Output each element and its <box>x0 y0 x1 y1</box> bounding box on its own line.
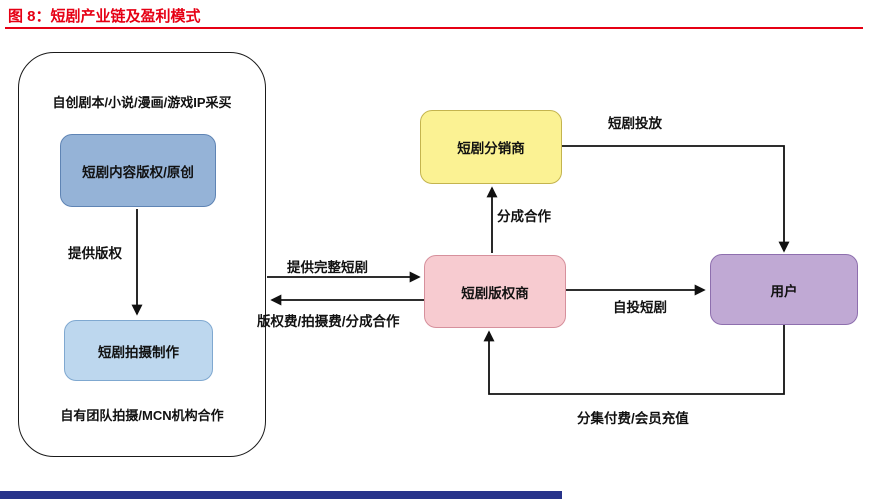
node-distributor: 短剧分销商 <box>420 110 562 184</box>
node-filming: 短剧拍摄制作 <box>64 320 213 381</box>
edge-label-revenue-share: 分成合作 <box>497 209 551 224</box>
edge-label-provide-copyright: 提供版权 <box>68 246 122 261</box>
edge-label-self-placement: 自投短剧 <box>613 300 667 315</box>
node-copyright-dealer-label: 短剧版权商 <box>461 285 529 301</box>
production-top-label: 自创剧本/小说/漫画/游戏IP采买 <box>52 95 232 110</box>
production-bottom-label: 自有团队拍摄/MCN机构合作 <box>60 408 224 423</box>
figure-title: 图 8：短剧产业链及盈利模式 <box>8 8 201 25</box>
node-filming-label: 短剧拍摄制作 <box>98 344 179 360</box>
edge-label-episode-payment: 分集付费/会员充值 <box>577 411 689 426</box>
node-user-label: 用户 <box>770 283 798 299</box>
edge-label-drama-placement: 短剧投放 <box>608 116 662 131</box>
node-user: 用户 <box>710 254 858 325</box>
footer-bar <box>0 491 562 499</box>
edge-label-fees-back: 版权费/拍摄费/分成合作 <box>257 314 400 329</box>
production-group-box <box>18 52 266 457</box>
title-underline <box>5 27 863 29</box>
node-content-copyright: 短剧内容版权/原创 <box>60 134 216 207</box>
node-content-copyright-label: 短剧内容版权/原创 <box>82 164 194 180</box>
edge-label-provide-full-drama: 提供完整短剧 <box>287 260 368 275</box>
node-distributor-label: 短剧分销商 <box>457 141 525 156</box>
arrow-episode-payment <box>483 325 785 395</box>
node-copyright-dealer: 短剧版权商 <box>424 255 566 328</box>
arrow-drama-placement <box>562 145 790 253</box>
